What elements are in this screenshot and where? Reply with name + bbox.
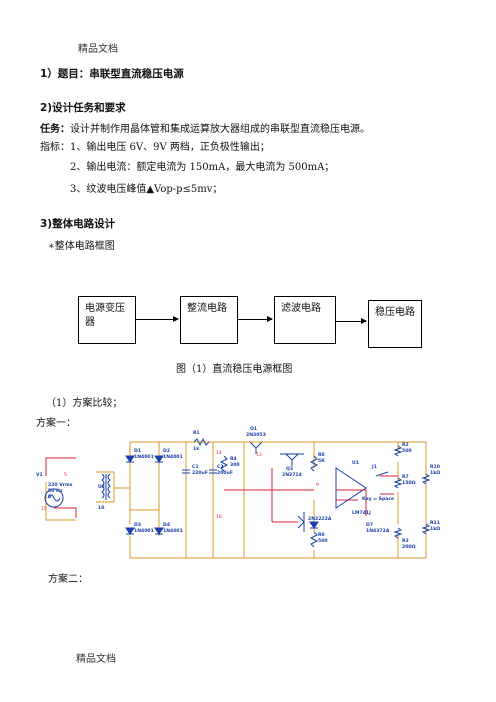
passive-component-icons: [182, 437, 431, 548]
label-r10-val: 1kΩ: [430, 470, 440, 476]
transformer-icon: [101, 473, 111, 500]
label-r7-val: 150Ω: [402, 480, 416, 486]
label-v1-val: 220 Vrms: [48, 482, 73, 488]
label-q3: Q3: [286, 466, 293, 472]
label-d1: D1: [134, 448, 141, 454]
plan-compare: （1）方案比较；: [46, 398, 123, 409]
label-r4-val: 300: [230, 462, 240, 468]
node-13: 13: [256, 452, 262, 458]
plan-2-label: 方案二：: [48, 574, 88, 585]
node-15: 15: [41, 506, 47, 512]
arrow-3: [336, 318, 367, 324]
page-header: 精品文档: [78, 44, 118, 55]
label-d1-type: 1N4001: [134, 454, 154, 460]
page-footer: 精品文档: [76, 654, 116, 665]
block-filter: 滤波电路: [274, 296, 336, 344]
label-c2: C2: [217, 464, 224, 470]
diode-icons: [125, 455, 319, 535]
spec-3: 3、纹波电压峰值▲Vop-p≤5mv；: [70, 184, 223, 195]
label-d3: D3: [134, 522, 141, 528]
section2-title: 2)设计任务和要求: [40, 102, 126, 114]
label-r10: R10: [430, 464, 440, 470]
circuit-schematic: V1 220 Vrms 50 Hz 0° U2 10 D1 1N4001 D2 …: [36, 426, 440, 559]
transistor-icons: [249, 441, 305, 532]
arrow-2: [238, 316, 273, 322]
node-5: 5: [64, 472, 67, 478]
task-text: 设计并制作用晶体管和集成运算放大器组成的串联型直流稳压电源。: [70, 124, 370, 135]
label-v1: V1: [36, 472, 43, 478]
block-transformer: 电源变压器: [78, 296, 136, 344]
label-v1-ph: 0°: [48, 494, 54, 500]
block-rectifier: 整流电路: [180, 296, 238, 344]
label-r4: R4: [230, 456, 237, 462]
label-r7: R7: [402, 474, 409, 480]
label-c2-val: 200uF: [217, 470, 233, 476]
label-r1-val: 1k: [193, 446, 200, 452]
label-d3-type: 1N4001: [134, 528, 154, 534]
label-q2-type: 2N2222A: [308, 516, 332, 522]
label-d4: D4: [163, 522, 170, 528]
label-c1: C1: [192, 464, 199, 470]
label-r2-val: 500: [402, 448, 412, 454]
node-16: 16: [216, 514, 222, 520]
label-c1-val: 220uF: [192, 470, 208, 476]
spec-label: 指标：: [40, 142, 70, 153]
label-r3-val: 200Ω: [402, 544, 416, 550]
spec-1: 1、输出电压 6V、9V 两档，正负极性输出；: [70, 142, 270, 153]
label-v1-freq: 50 Hz: [48, 488, 63, 494]
spec-2: 2、输出电流：额定电流为 150mA，最大电流为 500mA；: [70, 162, 335, 173]
label-u1-type: LM741J: [352, 510, 371, 516]
section3-title: 3)整体电路设计: [40, 218, 116, 230]
spec-line-1: 指标：1、输出电压 6V、9V 两档，正负极性输出；: [40, 138, 270, 153]
label-r11-val: 1kΩ: [430, 526, 440, 532]
node-9: 9: [316, 482, 319, 488]
task-line: 任务：设计并制作用晶体管和集成运算放大器组成的串联型直流稳压电源。: [40, 120, 370, 135]
label-r2: R2: [402, 442, 409, 448]
arrow-1: [136, 316, 179, 322]
label-r11: R11: [430, 520, 440, 526]
label-r1: R1: [193, 430, 200, 436]
section1-title: 1）题目：串联型直流稳压电源: [40, 68, 184, 80]
label-r3: R3: [402, 538, 409, 544]
switch-icon: [375, 471, 389, 477]
label-key: Key = Space: [362, 496, 394, 502]
label-q3-type: 2N2714: [282, 472, 302, 478]
label-d4-type: 1N4001: [163, 528, 183, 534]
label-d7: D7: [366, 522, 373, 528]
block-regulator: 稳压电路: [368, 300, 422, 348]
label-u2-ratio: 10: [98, 505, 104, 511]
opamp-icon: [335, 467, 367, 509]
node-14: 14: [216, 450, 222, 456]
label-u1: U1: [352, 460, 359, 466]
label-q1-type: 2N3053: [246, 432, 266, 438]
section3-sub: ∗整体电路框图: [48, 241, 115, 252]
label-r9-val: 500: [318, 538, 328, 544]
label-d2: D2: [163, 448, 170, 454]
label-r8-val: 5K: [318, 458, 325, 464]
label-d7-type: 1N4372A: [366, 528, 390, 534]
diagram-caption: 图（1）直流稳压电源框图: [176, 364, 293, 375]
label-r9: R9: [318, 532, 325, 538]
ac-source-icon: [44, 488, 64, 508]
label-q1: Q1: [250, 426, 257, 432]
label-d2-type: 1N4001: [163, 454, 183, 460]
label-u2: U2: [98, 484, 105, 490]
task-label: 任务：: [40, 124, 70, 135]
plan-1-label: 方案一：: [36, 418, 76, 429]
label-j1: J1: [371, 464, 377, 470]
label-r8: R8: [318, 452, 325, 458]
